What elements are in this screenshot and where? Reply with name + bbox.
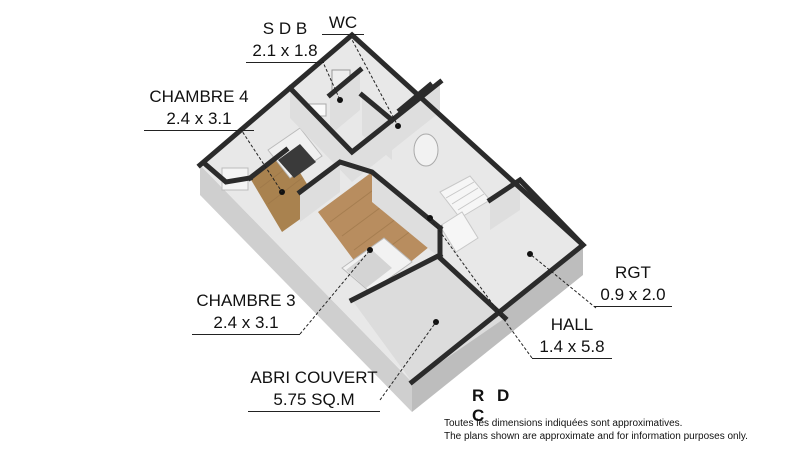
disclaimer: Toutes les dimensions indiquées sont app… [444, 417, 794, 443]
room-name-sdb: S D B [262, 19, 308, 38]
room-dims-abri: 5.75 SQ.M [248, 389, 380, 412]
room-name-hall: HALL [550, 315, 594, 334]
room-label-chambre3: CHAMBRE 3 2.4 x 3.1 [192, 290, 300, 335]
interior-wall-faces [290, 70, 520, 258]
exterior-wall-left [200, 165, 412, 412]
exterior-wall-right [412, 245, 583, 412]
disclaimer-fr: Toutes les dimensions indiquées sont app… [444, 418, 683, 429]
room-dims-chambre3: 2.4 x 3.1 [192, 312, 300, 335]
room-name-chambre3: CHAMBRE 3 [196, 291, 296, 310]
leader-sdb [321, 59, 341, 101]
leader-lines [239, 35, 597, 401]
leader-chambre4 [239, 127, 283, 193]
leader-chambre3 [299, 249, 371, 335]
leader-rgt [529, 253, 597, 309]
room-dims-hall: 1.4 x 5.8 [532, 336, 612, 359]
room-label-rgt: RGT 0.9 x 2.0 [594, 262, 672, 307]
room-name-abri: ABRI COUVERT [250, 368, 378, 387]
marker-sdb [337, 97, 343, 103]
room-label-abri: ABRI COUVERT 5.75 SQ.M [248, 367, 380, 412]
room-dims-chambre4: 2.4 x 3.1 [144, 108, 254, 131]
room-name-rgt: RGT [615, 263, 651, 282]
duvet-chambre4 [278, 144, 316, 178]
disclaimer-en: The plans shown are approximate and for … [444, 431, 748, 442]
leader-abri [379, 321, 437, 401]
room-dims-rgt: 0.9 x 2.0 [594, 284, 672, 307]
room-label-wc: WC [322, 12, 364, 35]
room-label-chambre4: CHAMBRE 4 2.4 x 3.1 [144, 86, 254, 131]
leader-hall [429, 217, 533, 359]
duvet-chambre3 [346, 250, 392, 288]
wall-tops [196, 31, 587, 386]
leader-wc [349, 35, 399, 127]
room-name-wc: WC [322, 12, 364, 35]
floor-title: R D C [472, 386, 514, 425]
room-label-hall: HALL 1.4 x 5.8 [532, 314, 612, 359]
staircase [439, 175, 491, 253]
water-heater [413, 133, 439, 167]
room-name-chambre4: CHAMBRE 4 [149, 87, 249, 106]
room-label-sdb: S D B 2.1 x 1.8 [246, 18, 324, 63]
room-dims-sdb: 2.1 x 1.8 [246, 40, 324, 63]
abri-floor [352, 255, 505, 382]
